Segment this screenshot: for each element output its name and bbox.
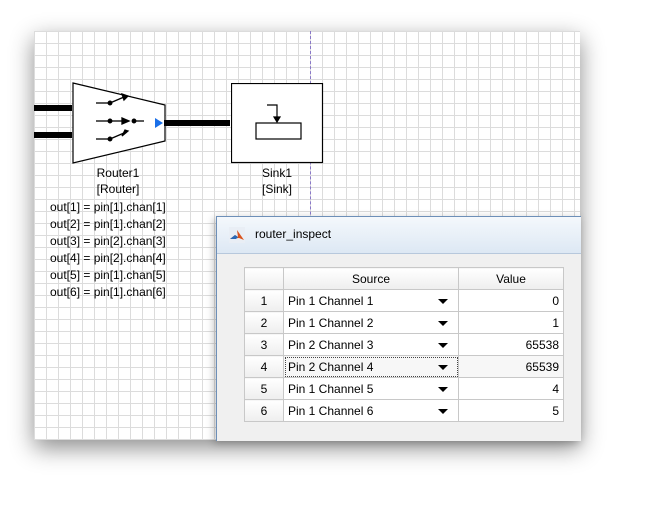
column-header-source[interactable]: Source	[283, 267, 459, 290]
source-dropdown[interactable]: Pin 2 Channel 4	[283, 355, 459, 378]
source-value: Pin 1 Channel 1	[288, 293, 374, 308]
source-dropdown[interactable]: Pin 1 Channel 2	[283, 311, 459, 334]
router-output-port[interactable]	[155, 118, 163, 128]
table-row-selected: 4 Pin 2 Channel 4 65539	[244, 355, 564, 378]
row-number: 6	[244, 399, 284, 422]
router-block-type: [Router]	[96, 182, 140, 196]
table-row: 3 Pin 2 Channel 3 65538	[244, 333, 564, 356]
router-mapping-line: out[4] = pin[2].chan[4]	[50, 251, 166, 265]
source-dropdown[interactable]: Pin 1 Channel 6	[283, 399, 459, 422]
sink-block[interactable]	[231, 83, 325, 165]
input-signal-line-2[interactable]	[34, 132, 72, 138]
table-row: 5 Pin 1 Channel 5 4	[244, 377, 564, 400]
source-dropdown[interactable]: Pin 1 Channel 5	[283, 377, 459, 400]
row-number: 1	[244, 289, 284, 312]
source-dropdown[interactable]: Pin 1 Channel 1	[283, 289, 459, 312]
dropdown-arrow-icon[interactable]	[438, 321, 448, 326]
dropdown-arrow-icon[interactable]	[438, 299, 448, 304]
table-row: 1 Pin 1 Channel 1 0	[244, 289, 564, 312]
row-number: 3	[244, 333, 284, 356]
window-titlebar[interactable]: router_inspect	[217, 217, 581, 254]
dropdown-arrow-icon[interactable]	[438, 387, 448, 392]
sink-block-name: Sink1	[261, 166, 293, 180]
sink-block-type: [Sink]	[261, 182, 292, 196]
value-cell[interactable]: 65539	[458, 355, 564, 378]
output-signal-line[interactable]	[164, 120, 230, 126]
value-cell[interactable]: 0	[458, 289, 564, 312]
source-value: Pin 2 Channel 3	[288, 337, 374, 352]
router-block-name: Router1	[96, 166, 140, 180]
router-mapping-line: out[2] = pin[1].chan[2]	[50, 217, 166, 231]
table-header-row: Source Value	[244, 267, 564, 290]
window-title: router_inspect	[255, 227, 332, 241]
input-signal-line-1[interactable]	[34, 105, 72, 111]
source-value: Pin 1 Channel 6	[288, 403, 374, 418]
row-number: 5	[244, 377, 284, 400]
table-row: 2 Pin 1 Channel 2 1	[244, 311, 564, 334]
table-row: 6 Pin 1 Channel 6 5	[244, 399, 564, 422]
sink-icon	[255, 104, 302, 140]
matlab-logo-icon	[229, 227, 245, 243]
value-cell[interactable]: 1	[458, 311, 564, 334]
router-switch-icon	[96, 92, 144, 142]
dropdown-arrow-icon[interactable]	[438, 365, 448, 370]
row-number: 2	[244, 311, 284, 334]
value-cell[interactable]: 65538	[458, 333, 564, 356]
value-cell[interactable]: 4	[458, 377, 564, 400]
source-value: Pin 1 Channel 2	[288, 315, 374, 330]
value-cell[interactable]: 5	[458, 399, 564, 422]
router-inspect-window[interactable]: router_inspect Source Value 1 Pin 1 Chan…	[216, 216, 581, 441]
row-header-corner	[244, 267, 284, 290]
router-mapping-line: out[6] = pin[1].chan[6]	[50, 285, 166, 299]
router-block[interactable]	[72, 81, 172, 165]
column-header-value[interactable]: Value	[458, 267, 564, 290]
router-mapping-line: out[1] = pin[1].chan[1]	[50, 200, 166, 214]
source-value: Pin 2 Channel 4	[288, 359, 374, 374]
row-number: 4	[244, 355, 284, 378]
router-mapping-line: out[3] = pin[2].chan[3]	[50, 234, 166, 248]
router-mapping-line: out[5] = pin[1].chan[5]	[50, 268, 166, 282]
source-value: Pin 1 Channel 5	[288, 381, 374, 396]
dropdown-arrow-icon[interactable]	[438, 343, 448, 348]
inspect-table: Source Value 1 Pin 1 Channel 1 0 2 Pin 1…	[244, 267, 564, 422]
source-dropdown[interactable]: Pin 2 Channel 3	[283, 333, 459, 356]
dropdown-arrow-icon[interactable]	[438, 409, 448, 414]
